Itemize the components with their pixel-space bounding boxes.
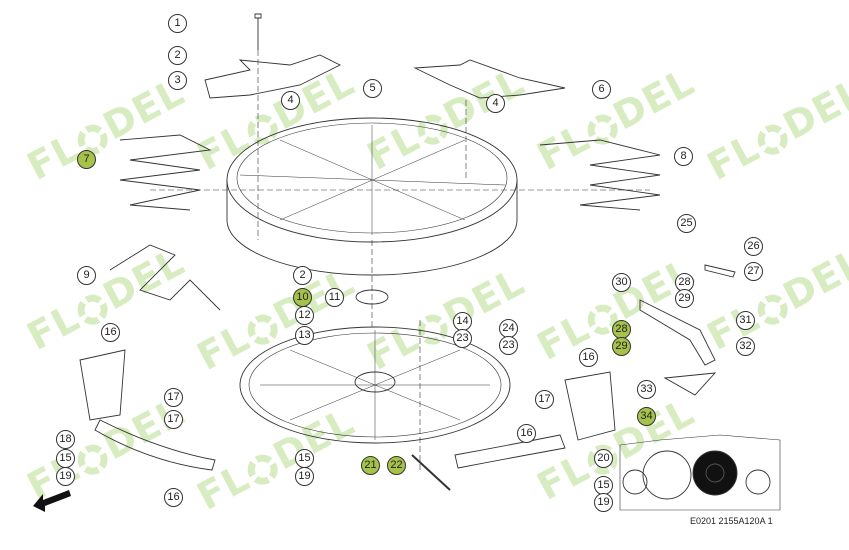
part-callout-12[interactable]: 12 (295, 306, 314, 325)
part-callout-17[interactable]: 17 (535, 390, 554, 409)
part-callout-30[interactable]: 30 (612, 273, 631, 292)
part-callout-10[interactable]: 10 (293, 288, 312, 307)
part-callout-17[interactable]: 17 (164, 388, 183, 407)
part-callout-16[interactable]: 16 (101, 323, 120, 342)
part-callout-23[interactable]: 23 (453, 329, 472, 348)
part-callout-32[interactable]: 32 (736, 337, 755, 356)
reference-code: E0201 2155A120A 1 (690, 516, 773, 526)
part-callout-15[interactable]: 15 (295, 449, 314, 468)
part-callout-13[interactable]: 13 (295, 326, 314, 345)
part-callout-19[interactable]: 19 (295, 467, 314, 486)
part-callout-5[interactable]: 5 (363, 79, 382, 98)
part-callout-9[interactable]: 9 (77, 266, 96, 285)
part-callout-14[interactable]: 14 (453, 312, 472, 331)
part-callout-4[interactable]: 4 (486, 94, 505, 113)
part-callout-29[interactable]: 29 (612, 337, 631, 356)
part-callout-16[interactable]: 16 (579, 348, 598, 367)
part-callout-29[interactable]: 29 (675, 289, 694, 308)
part-callout-22[interactable]: 22 (387, 456, 406, 475)
part-callout-21[interactable]: 21 (361, 456, 380, 475)
part-callout-2[interactable]: 2 (293, 266, 312, 285)
part-callout-34[interactable]: 34 (637, 407, 656, 426)
part-callout-8[interactable]: 8 (674, 147, 693, 166)
part-callout-16[interactable]: 16 (164, 488, 183, 507)
part-callout-26[interactable]: 26 (744, 237, 763, 256)
part-callout-18[interactable]: 18 (56, 430, 75, 449)
part-callout-23[interactable]: 23 (499, 336, 518, 355)
part-callout-25[interactable]: 25 (677, 214, 696, 233)
part-callout-27[interactable]: 27 (744, 262, 763, 281)
part-callout-24[interactable]: 24 (499, 319, 518, 338)
part-callout-33[interactable]: 33 (637, 380, 656, 399)
part-callout-1[interactable]: 1 (168, 14, 187, 33)
part-callout-6[interactable]: 6 (592, 80, 611, 99)
part-callout-11[interactable]: 11 (325, 288, 344, 307)
part-callout-3[interactable]: 3 (168, 71, 187, 90)
part-callout-28[interactable]: 28 (612, 320, 631, 339)
part-callout-17[interactable]: 17 (164, 410, 183, 429)
part-callout-15[interactable]: 15 (56, 449, 75, 468)
arrow-down-left-icon (33, 490, 71, 512)
part-callout-2[interactable]: 2 (168, 46, 187, 65)
part-callout-7[interactable]: 7 (77, 150, 96, 169)
part-callout-20[interactable]: 20 (594, 449, 613, 468)
part-callout-19[interactable]: 19 (594, 493, 613, 512)
part-callout-19[interactable]: 19 (56, 467, 75, 486)
part-callout-4[interactable]: 4 (281, 91, 300, 110)
part-callout-31[interactable]: 31 (736, 311, 755, 330)
part-callout-16[interactable]: 16 (517, 424, 536, 443)
